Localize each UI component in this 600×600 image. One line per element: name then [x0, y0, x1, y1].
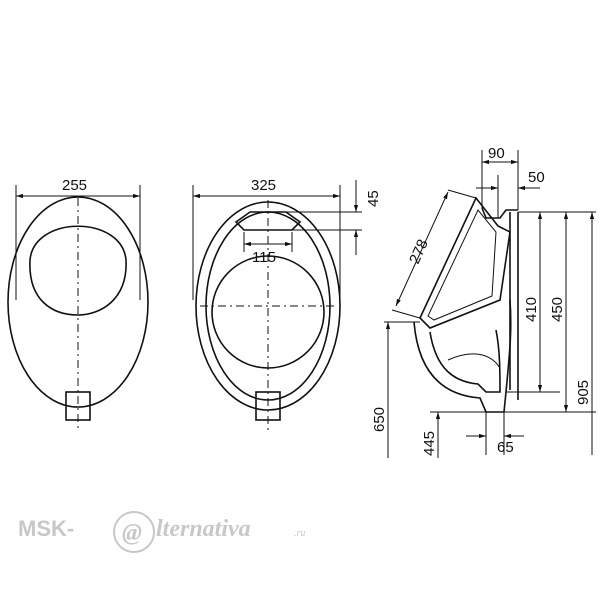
- side-410-label: 410: [523, 297, 540, 322]
- side-view: 410 450 905 650 445 65 90 50 278: [371, 145, 596, 458]
- watermark-suffix: .ru: [294, 528, 305, 539]
- front-view: 255: [7, 177, 149, 430]
- side-slant-label: 278: [406, 237, 432, 267]
- watermark-at: @: [122, 520, 142, 546]
- side-450-label: 450: [549, 297, 566, 322]
- watermark-right: lternativa: [156, 516, 251, 542]
- side-650-label: 650: [371, 407, 388, 432]
- watermark-at-circle: [113, 511, 155, 553]
- top-depth-label: 45: [365, 190, 382, 207]
- side-50-label: 50: [528, 169, 545, 186]
- top-inner-label: 115: [252, 249, 276, 266]
- top-width-label: 325: [251, 177, 276, 194]
- side-90-label: 90: [488, 145, 505, 162]
- watermark-left: MSK-: [18, 516, 74, 541]
- side-905-label: 905: [575, 380, 592, 405]
- side-65-label: 65: [497, 439, 514, 456]
- top-view: 325 45 115: [192, 177, 382, 430]
- side-445-label: 445: [421, 431, 438, 456]
- front-width-label: 255: [62, 177, 87, 194]
- watermark: MSK- @ lternativa .ru: [18, 511, 305, 553]
